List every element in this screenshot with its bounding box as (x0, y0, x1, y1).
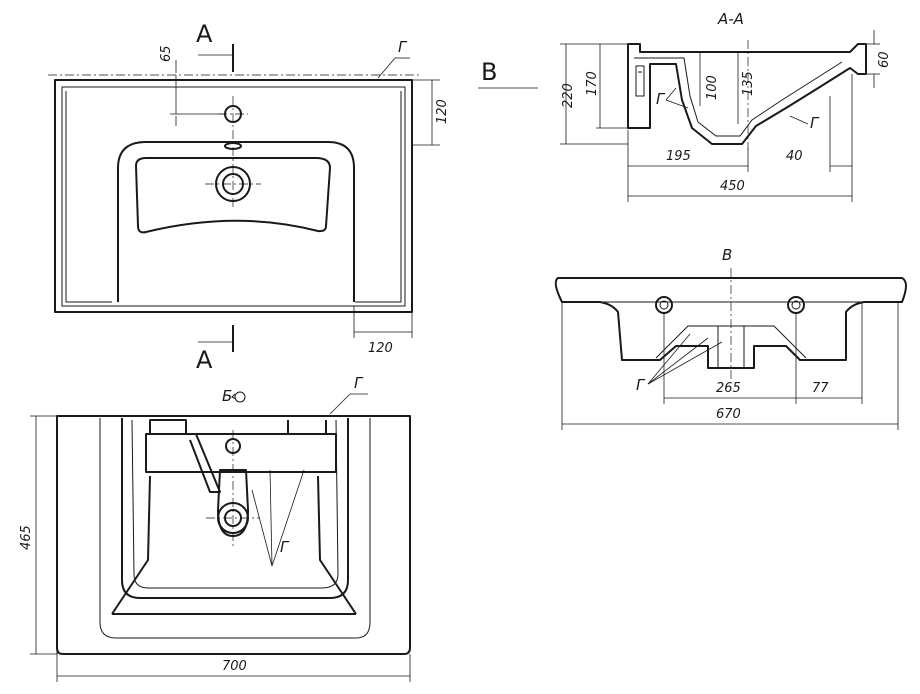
section-marker-top: A (196, 20, 234, 72)
dim-100: 100 (705, 75, 720, 100)
bottom-skirt (99, 418, 371, 639)
dim-65: 65 (159, 45, 174, 62)
dim-195: 195 (666, 149, 691, 164)
dim-135: 135 (741, 71, 756, 96)
section-inner-profile (634, 57, 843, 137)
bottom-rib-left (149, 419, 221, 493)
bottom-view: Б Г Г 465 700 (19, 374, 411, 682)
callout-section-right: Г (810, 114, 820, 132)
dim-60: 60 (877, 51, 892, 68)
section-view: A-A Г Г 220 170 100 135 60 1 (560, 10, 892, 202)
callout-top: Г (398, 38, 408, 56)
dim-40: 40 (786, 149, 803, 164)
top-view-basin-recess (135, 157, 331, 234)
top-view-outline (54, 79, 413, 313)
bottom-overflow-channel (145, 433, 337, 473)
dim-120-right: 120 (435, 99, 450, 124)
top-view-bowl-outline (117, 141, 355, 302)
view-title: B (722, 246, 732, 264)
callout-bottom-top: Г (354, 374, 364, 392)
dim-77: 77 (812, 381, 829, 396)
front-hole-left (655, 296, 673, 314)
view-arrow-b: B (478, 58, 538, 89)
dim-700: 700 (222, 659, 247, 674)
dim-220: 220 (561, 83, 576, 108)
front-hole-right (787, 296, 805, 314)
callout-section-left: Г (656, 90, 666, 108)
bottom-view-title: Б (222, 387, 232, 405)
top-view: A A 65 120 120 Г (48, 20, 450, 374)
view-arrow-letter: B (481, 58, 497, 86)
top-view-rim (61, 86, 406, 307)
dim-265: 265 (716, 381, 741, 396)
section-letter-bottom: A (196, 346, 213, 374)
section-marker-bottom: A (196, 325, 234, 374)
callout-bottom: Г (280, 538, 290, 556)
dim-465: 465 (19, 525, 34, 550)
section-outer-profile (627, 43, 867, 145)
section-overflow (635, 65, 645, 97)
top-view-rim-inner (65, 91, 402, 303)
dim-170: 170 (585, 71, 600, 96)
bottom-rib-right (287, 420, 327, 434)
front-view: B Г 265 77 670 (554, 246, 907, 430)
bottom-legs (111, 475, 357, 615)
front-inner-bowl (655, 325, 807, 359)
dim-120-corner: 120 (368, 341, 393, 356)
section-letter-top: A (196, 20, 213, 48)
rotate-icon (234, 391, 246, 403)
section-title: A-A (717, 10, 744, 28)
bottom-bowl-outline (121, 418, 349, 599)
front-outline (554, 277, 907, 369)
dim-670: 670 (716, 407, 741, 422)
callout-front: Г (636, 376, 646, 394)
dim-450: 450 (720, 179, 745, 194)
